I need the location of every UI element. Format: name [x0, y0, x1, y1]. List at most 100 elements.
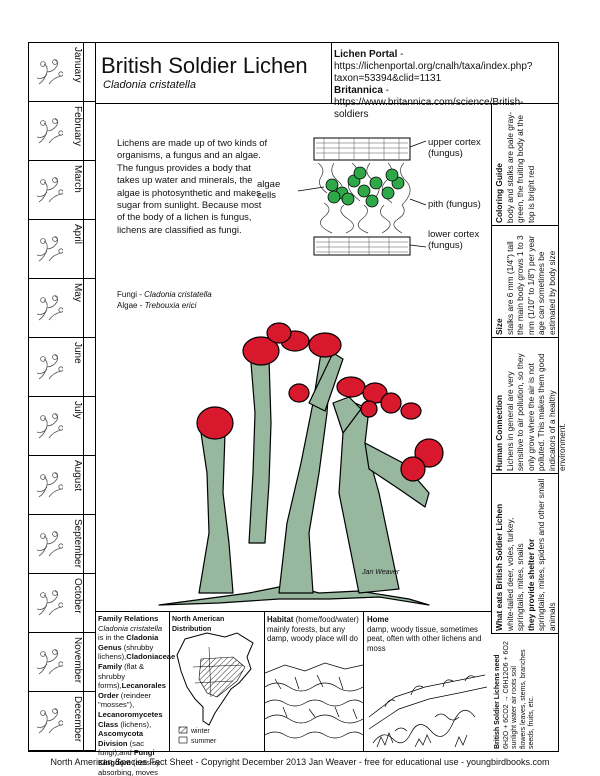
month-label: April	[72, 224, 83, 245]
fungi-label: Fungi -	[117, 290, 145, 299]
habitat: Habitat (home/food/water) mainly forests…	[267, 615, 362, 644]
human-title: Human Connection	[494, 394, 504, 471]
month-cell: December	[29, 692, 95, 751]
family-division: Ascomycota Division	[98, 729, 144, 748]
legend-summer: summer	[191, 738, 217, 745]
lichen-sketch-icon	[36, 648, 63, 674]
side-divider-2	[491, 337, 559, 338]
algae-name: Trebouxia erici	[144, 301, 197, 310]
algae-cell	[365, 194, 379, 208]
habitat-illustration	[265, 662, 363, 739]
needs-item: flowers	[519, 726, 527, 749]
label-upper-cortex: upper cortex (fungus)	[428, 137, 481, 159]
home-title: Home	[367, 615, 389, 624]
legend-winter: winter	[191, 728, 210, 735]
family-text: (flat & shrubby forms),	[98, 661, 145, 691]
fruiting-body	[400, 456, 426, 482]
bottom-divider-3	[363, 611, 364, 751]
lichen-sketch-icon	[36, 294, 63, 320]
intro-text: Lichens are made up of two kinds of orga…	[117, 137, 268, 235]
needs-title: British Soldier Lichens need	[494, 654, 501, 749]
family-genus: Cladonia Genus	[98, 633, 159, 652]
month-label: October	[72, 578, 83, 614]
needs-item: roots	[511, 678, 518, 695]
lichen-sketch-icon	[36, 530, 63, 556]
portal-link-label[interactable]: Lichen Portal	[334, 49, 398, 60]
label-lower-cortex: lower cortex (fungus)	[428, 229, 480, 251]
header-divider	[331, 43, 332, 103]
side-divider-4	[491, 633, 559, 634]
month-cell: January	[29, 43, 95, 102]
fruiting-body	[400, 402, 422, 420]
coloring-text: body and stalks are pale gray-green, the…	[504, 111, 536, 223]
algae-cell	[353, 166, 367, 180]
artist-signature: Jan Weaver	[362, 569, 400, 576]
label-pith: pith (fungus)	[428, 199, 481, 210]
lichen-sketch-icon	[36, 235, 63, 261]
month-cell: February	[29, 102, 95, 161]
lichen-stalk	[338, 402, 400, 594]
fruiting-body	[308, 332, 342, 358]
needs-item: seeds, fruits, etc.	[528, 696, 535, 749]
month-label: January	[72, 47, 83, 83]
lichen-illustration	[158, 322, 444, 606]
shelter-text: springtails, mites, spiders and other sm…	[536, 478, 557, 631]
bottom-top-line	[95, 611, 491, 612]
family-class: Lecanoromycetes Class	[98, 709, 163, 729]
family-family: Cladoniaceae Family	[98, 652, 176, 671]
side-divider-1	[491, 225, 559, 226]
scientific-name: Cladonia cristatella	[103, 79, 196, 91]
month-cell: May	[29, 279, 95, 338]
month-cell: August	[29, 456, 95, 515]
lichen-sketch-icon	[36, 412, 63, 438]
lichen-stalk	[198, 428, 234, 594]
family-text: (eats by absorbing, moves by growing fil…	[98, 757, 161, 776]
month-label: August	[72, 460, 83, 492]
month-cell: April	[29, 220, 95, 279]
right-column-divider	[491, 103, 492, 633]
habitat-subtitle: (home/food/water)	[293, 615, 359, 624]
lichen-stalk	[308, 352, 344, 412]
bottom-divider-1	[169, 611, 170, 751]
month-cell: March	[29, 161, 95, 220]
algae-cell	[381, 186, 395, 200]
family-genus-sci: Cladonia cristatella	[98, 623, 163, 633]
portal-link[interactable]: - https://lichenportal.org/cnalh/taxa/in…	[334, 49, 533, 84]
coloring-title: Coloring Guide	[494, 163, 504, 223]
month-cell: October	[29, 574, 95, 633]
size-box: Size stalks are 6 mm (1/4") tall the mai…	[494, 229, 558, 335]
fungi-name: Cladonia cristatella	[144, 290, 212, 299]
month-cell: June	[29, 338, 95, 397]
fruiting-body	[336, 376, 366, 398]
britannica-link[interactable]: - https://www.britannica.com/science/Bri…	[334, 85, 524, 120]
month-cell: September	[29, 515, 95, 574]
eats-text: white-tailed deer, voles, turkey, spring…	[504, 517, 526, 631]
label-algae-cells: algae cells	[257, 179, 281, 201]
lichen-sketch-icon	[36, 353, 63, 379]
month-label: December	[72, 696, 83, 743]
needs-item: leaves, stems, branches	[519, 649, 527, 725]
algae-cell	[357, 184, 371, 198]
human-connection-box: Human Connection Lichens in general are …	[494, 341, 567, 471]
eats-title: What eats British Soldier Lichen	[494, 503, 504, 631]
distribution-map	[176, 632, 254, 744]
algae-cell	[325, 178, 339, 192]
lichen-cross-section-diagram	[297, 137, 427, 256]
needs-item: water	[511, 705, 518, 723]
distribution-title: North American Distribution	[172, 616, 225, 634]
family-text: (shrubby lichens),	[98, 642, 154, 662]
human-text: Lichens in general are very sensitive to…	[504, 353, 568, 471]
algae-cell	[369, 176, 383, 190]
distribution: North American Distribution	[172, 615, 264, 636]
size-title: Size	[494, 318, 504, 335]
month-label: March	[72, 165, 83, 193]
month-label: November	[72, 637, 83, 684]
britannica-link-label[interactable]: Britannica	[334, 85, 383, 96]
page-title: British Soldier Lichen	[101, 53, 308, 78]
fruiting-body	[288, 383, 310, 403]
family-order: Lecanorales Order	[98, 681, 166, 700]
footer: North American Species Fact Sheet - Copy…	[50, 757, 550, 767]
lichen-sketch-icon	[36, 589, 63, 615]
coloring-guide-box: Coloring Guide body and stalks are pale …	[494, 107, 558, 223]
